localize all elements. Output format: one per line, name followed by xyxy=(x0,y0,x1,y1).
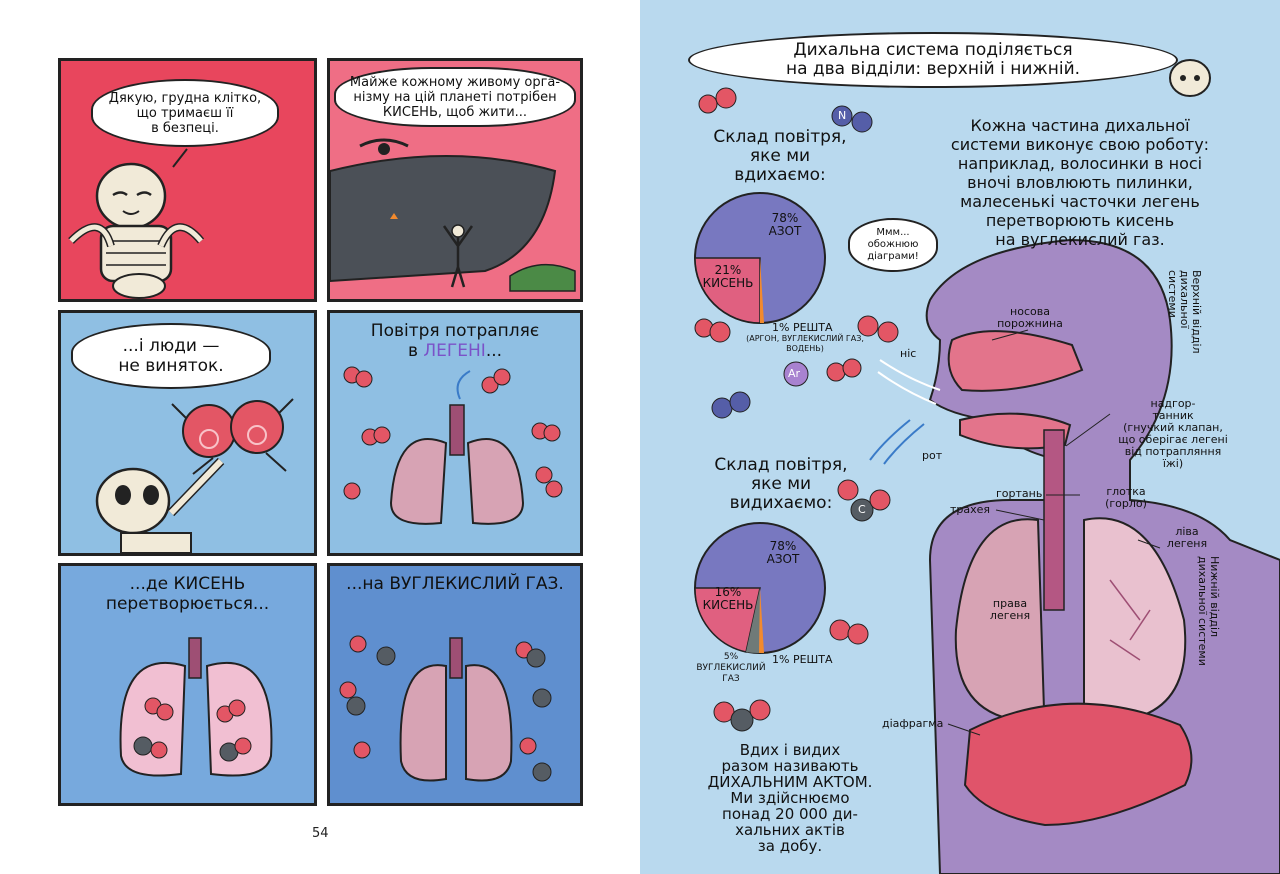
lungs-exhale-illustration xyxy=(339,635,552,782)
lungs-alveoli-illustration xyxy=(119,637,273,777)
molecule-carbon-label: C xyxy=(858,503,866,516)
label-pharynx: глотка (горло) xyxy=(1105,485,1147,510)
respiratory-description: Кожна частина дихальної системи виконує … xyxy=(950,116,1210,249)
whale-scene-illustration xyxy=(330,138,576,292)
panel-oxygen-transforms: ...де КИСЕНЬ перетворюється... xyxy=(58,563,317,806)
exhaled-title: Склад повітря, яке ми видихаємо: xyxy=(714,455,848,513)
skeleton-holding-lungs-illustration xyxy=(95,398,294,553)
label-upper-section: Верхній відділ дихальної системи xyxy=(1166,270,1203,354)
breathing-act-text: Вдих і видих разом називають ДИХАЛЬНИМ А… xyxy=(707,741,873,855)
caption-oxygen-transforms: ...де КИСЕНЬ перетворюється... xyxy=(105,574,270,614)
label-right-lung: права легеня xyxy=(989,597,1031,622)
label-left-lung: ліва легеня xyxy=(1166,525,1208,550)
page-number: 54 xyxy=(312,826,329,841)
body-silhouette-illustration xyxy=(694,59,1280,874)
label-diaphragm: діафрагма xyxy=(882,717,944,730)
inhale-arrows-icon xyxy=(877,359,941,405)
caption-air-enters-lungs: Повітря потрапляє в ЛЕГЕНІ... xyxy=(370,321,540,361)
panel-people-too: ...і люди — не виняток. xyxy=(58,310,317,556)
exhaled-co2-label: 5% ВУГЛЕКИСЛИЙ ГАЗ xyxy=(696,652,766,684)
speech-bubble-love-diagrams: Ммм... обожнюю діаграми! xyxy=(848,218,938,272)
label-larynx: гортань xyxy=(996,487,1043,500)
label-epiglottis: надгор- танник (гнучкий клапан, що обері… xyxy=(1118,397,1228,470)
butterfly-icon xyxy=(390,213,398,219)
bird-icon xyxy=(378,143,390,155)
inhaled-rest-detail: (АРГОН, ВУГЛЕКИСЛИЙ ГАЗ, ВОДЕНЬ) xyxy=(746,334,864,353)
speech-bubble-thank-you: Дякую, грудна клітко, що тримаєш її в бе… xyxy=(91,79,279,147)
panel-carbon-dioxide: ...на ВУГЛЕКИСЛИЙ ГАЗ. xyxy=(327,563,583,806)
exhale-arrows-icon xyxy=(869,419,925,465)
label-nose: ніс xyxy=(900,347,917,360)
panel-thank-you: Дякую, грудна клітко, що тримаєш її в бе… xyxy=(58,58,317,302)
inhaled-title: Склад повітря, яке ми вдихаємо: xyxy=(713,127,847,185)
speech-bubble-people: ...і люди — не виняток. xyxy=(71,323,271,389)
left-page: Дякую, грудна клітко, що тримаєш її в бе… xyxy=(58,58,583,841)
exhaled-oxygen-label: 16% КИСЕНЬ xyxy=(702,585,754,612)
inhaled-oxygen-label: 21% КИСЕНЬ xyxy=(702,263,754,290)
label-mouth: рот xyxy=(922,449,943,462)
label-lower-section: Нижній відділ дихальної системи xyxy=(1196,556,1221,666)
air-arrow-icon xyxy=(456,370,471,400)
lungs-illustration xyxy=(343,366,563,525)
caption-carbon-dioxide: ...на ВУГЛЕКИСЛИЙ ГАЗ. xyxy=(346,574,564,594)
label-trachea: трахея xyxy=(950,503,991,516)
molecule-nitrogen-label: N xyxy=(838,109,847,122)
crocodile-icon xyxy=(509,263,576,292)
exhaled-pie-chart xyxy=(694,522,826,654)
skeleton-hugging-illustration xyxy=(68,148,205,299)
inhaled-pie-chart xyxy=(694,192,826,324)
panel-oxygen-needed: Майже кожному живому орга- нізму на цій … xyxy=(327,58,583,302)
speech-bubble-two-sections: Дихальна система поділяється на два відд… xyxy=(688,32,1178,88)
label-nasal-cavity: носова порожнина xyxy=(997,305,1063,330)
skull-icon xyxy=(1169,59,1211,97)
molecule-argon-label: Ar xyxy=(788,367,801,380)
exhaled-rest-label: 1% РЕШТА xyxy=(772,653,833,666)
speech-bubble-oxygen: Майже кожному живому орга- нізму на цій … xyxy=(334,67,576,127)
exhaled-nitrogen-label: 78% АЗОТ xyxy=(766,539,800,566)
inhaled-nitrogen-label: 78% АЗОТ xyxy=(768,211,802,238)
panel-air-in-lungs: Повітря потрапляє в ЛЕГЕНІ... xyxy=(327,310,583,556)
inhaled-rest-label: 1% РЕШТА xyxy=(772,321,833,334)
caption-highlight-lungs: ЛЕГЕНІ xyxy=(423,341,486,361)
right-page: N Ar C Дихальна система поділяється на д… xyxy=(640,0,1280,874)
